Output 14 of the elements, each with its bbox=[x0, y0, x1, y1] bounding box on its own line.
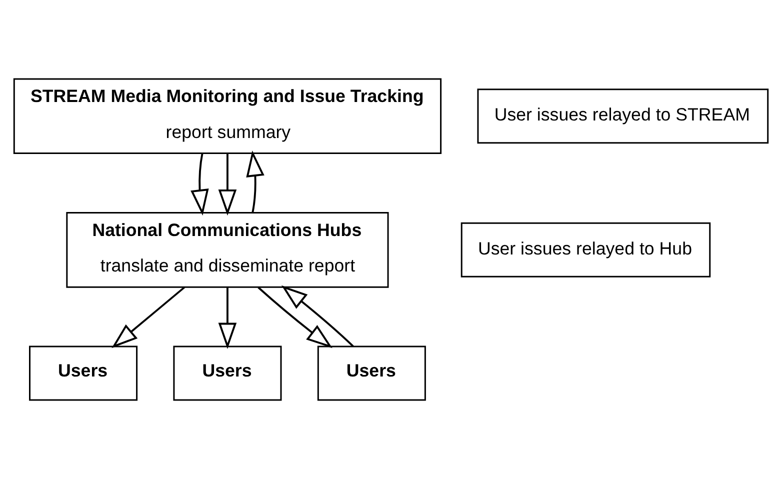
node-box: National Communications Hubs translate and disseminate report bbox=[66, 212, 389, 288]
arrow bbox=[246, 150, 264, 213]
arrow bbox=[190, 153, 209, 216]
node-box: User issues relayed to STREAM bbox=[477, 88, 769, 144]
arrow bbox=[218, 288, 237, 349]
arrow bbox=[112, 286, 186, 348]
arrow bbox=[218, 153, 237, 216]
node-box: Users bbox=[173, 346, 282, 401]
node-box: Users bbox=[317, 346, 426, 401]
arrow bbox=[258, 286, 332, 348]
arrow bbox=[281, 285, 354, 347]
node-box: Users bbox=[29, 346, 138, 401]
node-box: User issues relayed to Hub bbox=[460, 222, 711, 278]
node-box: STREAM Media Monitoring and Issue Tracking report summary bbox=[13, 78, 442, 154]
